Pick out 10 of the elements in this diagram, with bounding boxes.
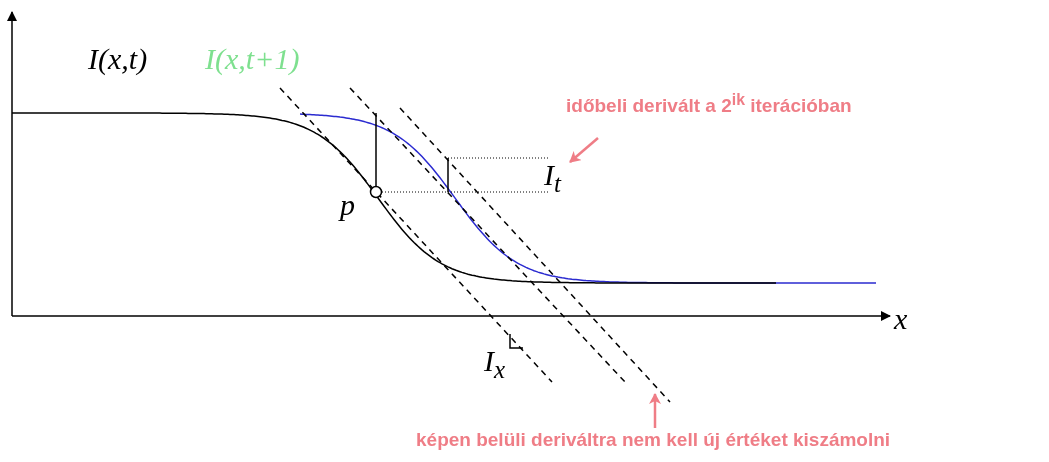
derivative-label: I$_{x}$ [484, 346, 506, 382]
leader-arrow [569, 137, 599, 163]
function-label: I(x,t+1) [205, 44, 300, 74]
point-label: p [340, 190, 355, 220]
function-label: I(x,t) [88, 44, 148, 74]
annotation-text: képen belüli deriváltra nem kell új értéket kiszámolni [416, 430, 891, 449]
derivative-label: I$_{t}$ [544, 160, 561, 196]
annotation-text: időbeli derivált a 2$^{ik}$ iterációban [566, 92, 852, 116]
leader-arrow [649, 393, 661, 428]
axis-label: x [894, 304, 908, 334]
